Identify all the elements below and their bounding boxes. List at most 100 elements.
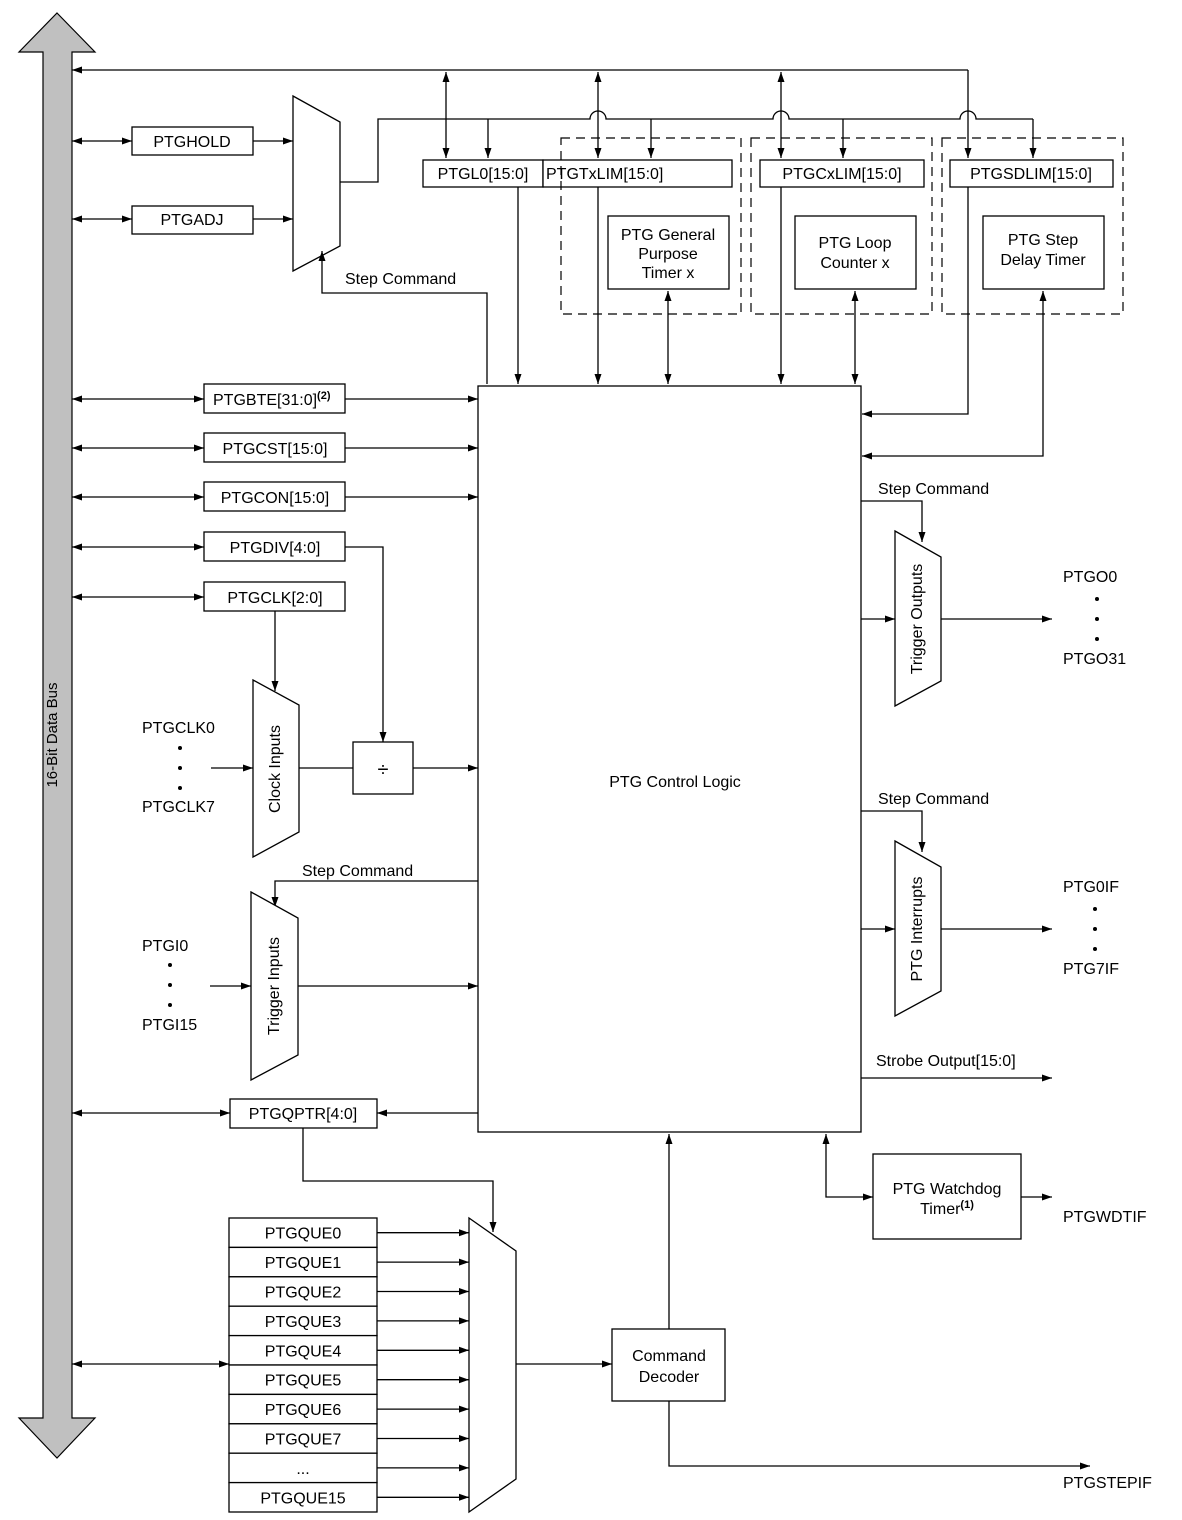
ptgbte-register [203,383,346,414]
loop-text-2: Counter x [820,255,889,272]
step-delay-timer-block [982,215,1105,290]
trigger-input-section: Step Command Trigger Inputs PTGI0 PTGI15 [142,863,478,1082]
ptgclk-ellipsis-dot [178,766,182,770]
loop-text-1: PTG Loop [819,235,892,252]
command-queue: PTGQUE0PTGQUE1PTGQUE2PTGQUE3PTGQUE4PTGQU… [72,1216,612,1514]
watchdog-text-2: Timer(1) [920,1199,974,1218]
timer-text-3: Timer x [642,265,695,282]
ptgo-ellipsis-dot [1095,637,1099,641]
step-text-2: Delay Timer [1000,252,1086,269]
ptgl0-register [422,159,544,188]
ptgbte-label: PTGBTE[31:0](2) [213,390,331,409]
qptr-section: PTGQPTR[4:0] [72,1098,497,1232]
ptgclk-label: PTGCLK[2:0] [227,590,322,607]
trigger-output-section: Step Command Trigger Outputs PTGO0 PTGO3… [861,481,1126,708]
ptgqptr-label: PTGQPTR[4:0] [249,1106,357,1123]
step-command-label-trigger-out: Step Command [878,481,989,498]
watchdog-note: (1) [960,1199,974,1211]
queue-register-label: PTGQUE5 [265,1373,342,1390]
clock-input-section: Clock Inputs PTGCLK0 PTGCLK7 ÷ [142,678,478,859]
ptgcon-label: PTGCON[15:0] [221,490,329,507]
step-command-label-top: Step Command [345,271,456,288]
timer-blocks: PTG General Purpose Timer x PTG Loop Cou… [607,215,1105,290]
ptgtxlim-register [542,159,733,188]
ptgdiv-register [203,531,346,562]
general-purpose-timer-block [607,215,730,290]
queue-register-stack: PTGQUE0PTGQUE1PTGQUE2PTGQUE3PTGQUE4PTGQU… [228,1217,469,1513]
ptgwdtif-signal: PTGWDTIF [1063,1209,1147,1226]
ptgadj-register [131,205,254,235]
loop-counter-block [794,215,917,290]
ptgi-ellipsis-dot [168,1003,172,1007]
step-command-label-trigger-in: Step Command [302,863,413,880]
top-wires [72,66,1037,183]
watchdog-section: PTG Watchdog Timer(1) PTGWDTIF [822,1134,1147,1240]
clock-divider-block [352,741,414,795]
clock-inputs-label: Clock Inputs [267,725,284,813]
ptg-interrupts-mux [894,839,942,1018]
decoder-section: Command Decoder PTGSTEPIF [611,1134,1152,1492]
queue-register-label: PTGQUE2 [265,1285,342,1302]
ptgsdlim-register [949,159,1114,188]
ptg-control-logic-block [477,385,862,1133]
left-registers: PTGBTE[31:0](2) PTGCST[15:0] PTGCON[15:0… [72,383,478,742]
queue-register-label: PTGQUE3 [265,1314,342,1331]
ptgclk0-signal: PTGCLK0 [142,720,215,737]
queue-mux [468,1216,517,1514]
ptgtxlim-label: PTGTxLIM[15:0] [546,166,663,183]
ptgbte-name: PTGBTE[31:0] [213,392,317,409]
control-links [514,187,1047,460]
ptgclk-ellipsis-dot [178,786,182,790]
queue-register-cell [228,1481,378,1513]
decoder-text-1: Command [632,1348,706,1365]
command-decoder-block [611,1328,726,1402]
ptgo0-signal: PTGO0 [1063,569,1117,586]
watchdog-text-1: PTG Watchdog [893,1181,1002,1198]
ptgif-ellipsis-dot [1093,907,1097,911]
queue-register-label: PTGQUE15 [260,1490,345,1507]
ptgcst-register [203,432,346,463]
ptgcon-register [203,481,346,512]
ptgclk-register [203,581,346,612]
data-bus-label: 16-Bit Data Bus [44,682,61,787]
loop-group-boundary [750,137,933,315]
data-bus: 16-Bit Data Bus [17,12,97,1459]
ptgclk-ellipsis-dot [178,746,182,750]
ptgcxlim-register [759,159,925,188]
divider-symbol: ÷ [378,759,389,781]
queue-register-cell [228,1305,378,1337]
ptgstepif-signal: PTGSTEPIF [1063,1475,1152,1492]
ptgo-ellipsis-dot [1095,617,1099,621]
watchdog-text-2-name: Timer [920,1201,961,1218]
clock-inputs-mux [252,678,300,859]
decoder-text-2: Decoder [639,1369,700,1386]
ptghold-register [131,126,254,156]
ptgsdlim-label: PTGSDLIM[15:0] [970,166,1092,183]
ptgadj-label: PTGADJ [160,212,223,229]
ptgdiv-label: PTGDIV[4:0] [230,540,321,557]
ptgif-ellipsis-dot [1093,927,1097,931]
ptghold-label: PTGHOLD [153,134,230,151]
queue-register-cell [228,1452,378,1484]
ptg-interrupts-label: PTG Interrupts [909,877,926,982]
step-command-label-interrupts: Step Command [878,791,989,808]
ptgi0-signal: PTGI0 [142,938,188,955]
queue-register-label: PTGQUE7 [265,1432,342,1449]
hold-adj-section: PTGHOLD PTGADJ Step Command [72,94,488,384]
trigger-outputs-label: Trigger Outputs [909,564,926,675]
timer-text-1: PTG General [621,227,715,244]
control-logic-label: PTG Control Logic [609,774,741,791]
trigger-outputs-mux [894,529,942,708]
strobe-output-label: Strobe Output[15:0] [876,1053,1016,1070]
trigger-inputs-mux [250,890,299,1082]
queue-register-label: PTGQUE6 [265,1402,342,1419]
ptg0if-signal: PTG0IF [1063,879,1119,896]
trigger-inputs-label: Trigger Inputs [266,937,283,1035]
ptgbte-note: (2) [317,390,331,402]
limit-registers: PTGL0[15:0] PTGTxLIM[15:0] PTGCxLIM[15:0… [422,137,1124,315]
timer-group-boundary [560,137,742,315]
data-bus-arrow [17,12,97,1459]
queue-register-cell [228,1364,378,1396]
ptgo-ellipsis-dot [1095,597,1099,601]
